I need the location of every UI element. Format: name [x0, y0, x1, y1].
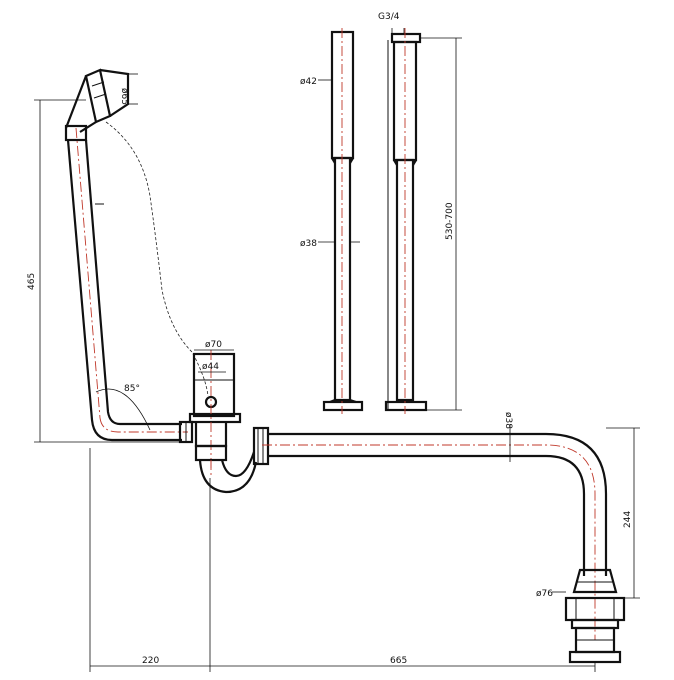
angle-85: 85° [95, 384, 151, 431]
label-d42: ø42 [300, 77, 317, 87]
dimension-665: 665 [210, 656, 596, 672]
standpipe-front-view [322, 28, 364, 414]
label-d44: ø44 [202, 362, 219, 372]
label-d38: ø38 [300, 239, 317, 249]
label-w220: 220 [142, 656, 159, 666]
label-d76: ø76 [536, 589, 553, 599]
label-a85: 85° [124, 384, 140, 394]
label-d70: ø70 [205, 340, 222, 350]
label-h465: 465 [27, 273, 37, 290]
label-d38-pipe: ø38 [503, 412, 513, 429]
overflow-pipe [64, 124, 188, 442]
outlet-fittings [564, 568, 626, 664]
dimension-d42: ø42 [300, 77, 332, 87]
bowden-cable [105, 121, 209, 397]
dimension-530-700: 530-700 [420, 37, 462, 411]
dimension-465: 465 [27, 99, 180, 443]
label-h244: 244 [623, 511, 633, 528]
dimension-d44: ø44 [198, 362, 226, 373]
label-g34: G3/4 [378, 12, 400, 22]
plug-waste [188, 350, 242, 470]
overflow-head [64, 68, 130, 133]
waste-pipe [252, 426, 608, 640]
dimension-d38: ø38 [300, 239, 360, 249]
dimension-d65: ø65 [119, 73, 138, 105]
label-d65: ø65 [119, 88, 129, 105]
dimension-244: 244 [606, 427, 640, 599]
dimension-220: 220 [89, 448, 211, 672]
dimension-d70: ø70 [194, 340, 234, 351]
trap [194, 444, 258, 494]
label-530-700: 530-700 [445, 202, 455, 240]
overflow-connector-nut [178, 420, 194, 444]
standpipe-side-view [384, 28, 428, 414]
dimension-d76: ø76 [536, 589, 566, 599]
label-w665: 665 [390, 656, 407, 666]
dimension-d38-pipe: ø38 [503, 412, 513, 462]
